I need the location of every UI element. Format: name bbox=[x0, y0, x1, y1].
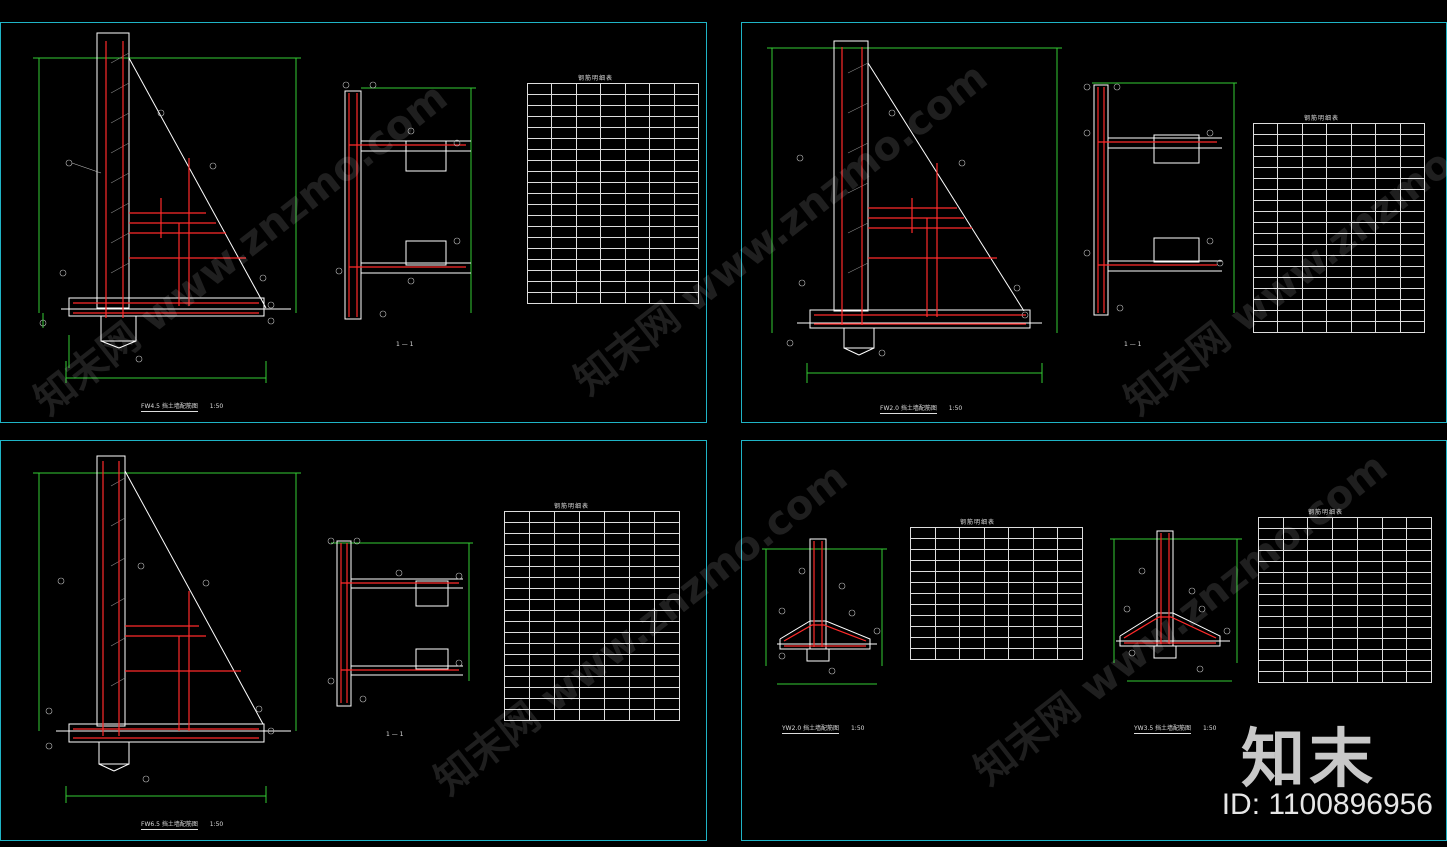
drawing-caption-d2: YW3.5 挡土墙配筋图 1:50 bbox=[1134, 723, 1216, 734]
rebar-schedule-c bbox=[504, 511, 680, 721]
drawing-sheet-b[interactable]: 钢筋明细表 1 — 1 FW2.0 挡土墙配筋图 1:50 bbox=[741, 22, 1447, 423]
drawing-sheet-c[interactable]: 钢筋明细表 1 — 1 FW6.5 挡土墙配筋图 1:50 bbox=[0, 440, 707, 841]
wall-section-drawing-a bbox=[33, 32, 476, 383]
table-title-d2: 钢筋明细表 bbox=[1308, 509, 1344, 516]
brand-logo: 知末 bbox=[1241, 723, 1377, 797]
rebar-schedule-a bbox=[526, 83, 700, 304]
rebar-schedule-d1 bbox=[910, 527, 1083, 660]
caption-text-d1: YW2.0 挡土墙配筋图 bbox=[782, 725, 840, 734]
caption-scale-d1: 1:50 bbox=[850, 725, 865, 732]
drawing-caption-d1: YW2.0 挡土墙配筋图 1:50 bbox=[782, 723, 864, 734]
table-title-a: 钢筋明细表 bbox=[578, 75, 614, 82]
caption-scale-b: 1:50 bbox=[948, 405, 963, 412]
caption-text-b: FW2.0 挡土墙配筋图 bbox=[880, 405, 937, 414]
caption-scale-a: 1:50 bbox=[209, 403, 224, 410]
caption-text-a: FW4.5 挡土墙配筋图 bbox=[141, 403, 198, 412]
rebar-schedule-d2 bbox=[1258, 517, 1432, 683]
caption-text-c: FW6.5 挡土墙配筋图 bbox=[141, 821, 198, 830]
drawing-sheet-a[interactable]: 钢筋明细表 1 — 1 FW4.5 挡土墙配筋图 1:50 bbox=[0, 22, 707, 423]
wall-section-drawing-b bbox=[767, 40, 1237, 383]
table-title-c: 钢筋明细表 bbox=[554, 503, 590, 510]
drawing-caption-c: FW6.5 挡土墙配筋图 1:50 bbox=[141, 819, 223, 830]
wall-section-drawing-d bbox=[762, 530, 1242, 685]
table-title-b: 钢筋明细表 bbox=[1304, 115, 1340, 122]
drawing-caption-a: FW4.5 挡土墙配筋图 1:50 bbox=[141, 401, 223, 412]
drawing-caption-b: FW2.0 挡土墙配筋图 1:50 bbox=[880, 403, 962, 414]
table-title-d1: 钢筋明细表 bbox=[960, 519, 996, 526]
section-label-a: 1 — 1 bbox=[396, 341, 414, 348]
section-label-b: 1 — 1 bbox=[1124, 341, 1142, 348]
caption-scale-c: 1:50 bbox=[209, 821, 224, 828]
wall-section-drawing-c bbox=[33, 455, 473, 803]
asset-id: ID: 1100896956 bbox=[1221, 788, 1433, 821]
caption-text-d2: YW3.5 挡土墙配筋图 bbox=[1134, 725, 1192, 734]
section-label-c: 1 — 1 bbox=[386, 731, 404, 738]
rebar-schedule-b bbox=[1252, 123, 1426, 333]
caption-scale-d2: 1:50 bbox=[1202, 725, 1217, 732]
